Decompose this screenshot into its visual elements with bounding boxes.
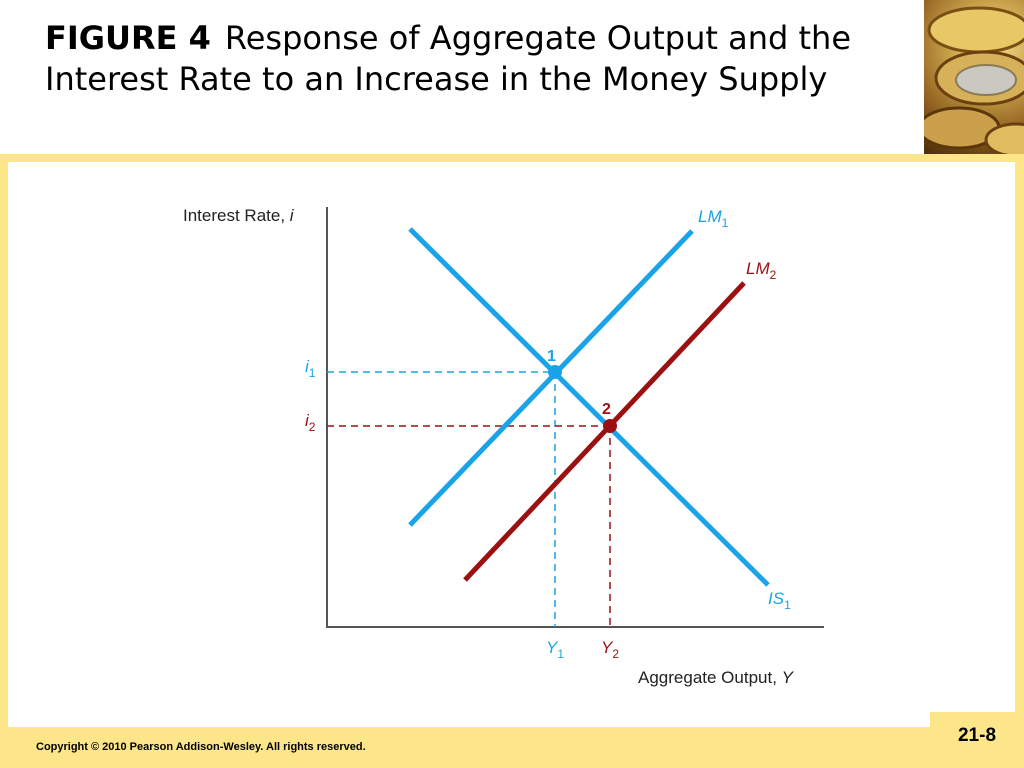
equilibrium-point-1: [548, 365, 562, 379]
x-axis-title: Aggregate Output, Y: [638, 668, 795, 687]
tick-i2: i2: [305, 411, 316, 434]
tick-y1: Y1: [546, 638, 564, 661]
equilibrium-point-2: [603, 419, 617, 433]
page-number-box: 21-8: [930, 712, 1024, 758]
figure-label: FIGURE 4: [45, 19, 211, 57]
figure-title: Response of Aggregate Output and the Int…: [45, 19, 851, 98]
figure-frame: [0, 154, 1024, 734]
point-2-label: 2: [602, 401, 611, 418]
lm2-curve: [463, 281, 746, 582]
page-number: 21-8: [957, 725, 997, 746]
lm1-label: LM1: [698, 207, 729, 230]
y-axis-title: Interest Rate, i: [183, 206, 295, 225]
lm1-curve: [408, 229, 694, 527]
is1-label: IS1: [768, 589, 791, 612]
copyright-text: Copyright © 2010 Pearson Addison-Wesley.…: [36, 741, 366, 753]
tick-i1: i1: [305, 357, 316, 380]
figure-panel: [8, 162, 1015, 727]
is1-curve: [408, 227, 770, 587]
tick-y2: Y2: [601, 638, 619, 661]
lm2-label: LM2: [746, 259, 777, 282]
point-1-label: 1: [547, 348, 556, 365]
footer-bar: [0, 734, 1024, 768]
coins-image: [924, 0, 1024, 154]
